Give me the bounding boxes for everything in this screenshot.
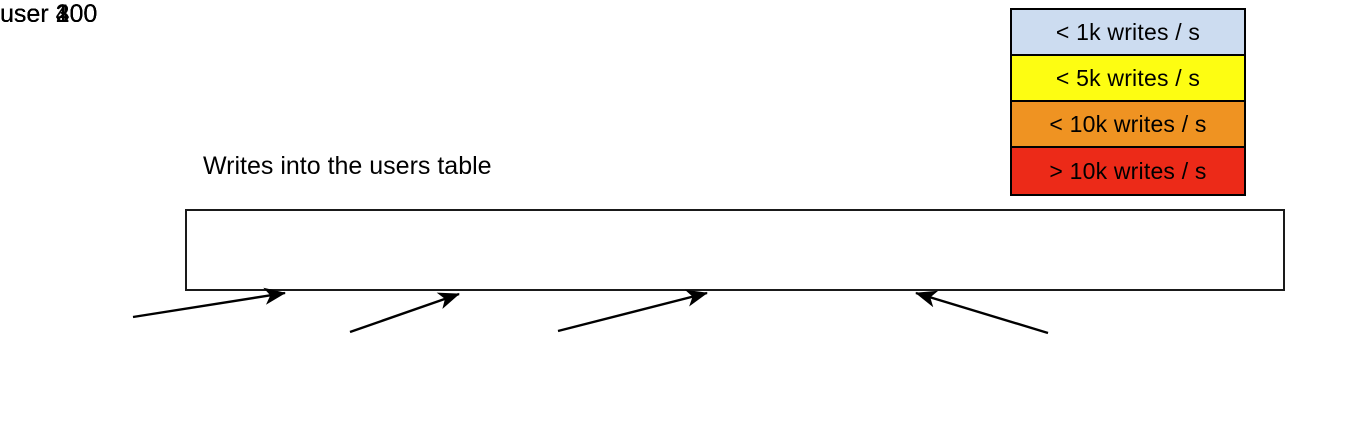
legend-item-label: < 10k writes / s — [1049, 110, 1207, 137]
label-user-200: user 200 — [0, 0, 98, 28]
legend-item-lt-5k: < 5k writes / s — [1012, 56, 1244, 102]
label-user-300: user 300 — [0, 0, 98, 28]
legend: < 1k writes / s < 5k writes / s < 10k wr… — [1010, 8, 1246, 196]
legend-item-gt-10k: > 10k writes / s — [1012, 148, 1244, 194]
bar-track — [185, 209, 1285, 291]
legend-item-label: < 5k writes / s — [1055, 64, 1201, 91]
marker-user-400 — [185, 211, 192, 289]
page-title: Writes into the users table — [203, 152, 492, 180]
arrow-user-200 — [349, 292, 460, 334]
users-table-bar — [185, 209, 1285, 291]
legend-item-label: < 1k writes / s — [1055, 18, 1201, 45]
label-user-100: user 100 — [0, 0, 98, 28]
legend-item-label: > 10k writes / s — [1049, 157, 1207, 184]
legend-item-lt-10k: < 10k writes / s — [1012, 102, 1244, 148]
arrow-user-300 — [557, 289, 708, 333]
label-user-400: user 400 — [0, 0, 98, 28]
legend-item-lt-1k: < 1k writes / s — [1012, 10, 1244, 56]
arrow-user-400 — [915, 290, 1049, 335]
arrow-user-100 — [132, 287, 286, 319]
